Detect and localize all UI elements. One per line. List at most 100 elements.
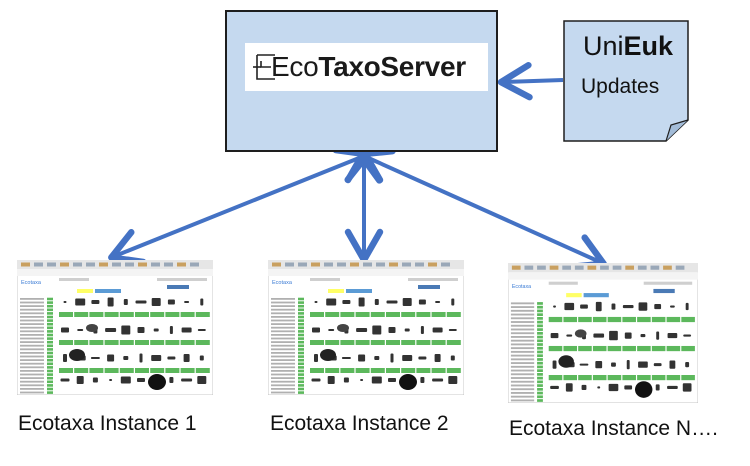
thumb-green-bar (431, 368, 446, 373)
thumb-green-bar (150, 368, 165, 373)
thumb-sidebar-badge (537, 339, 543, 343)
thumb-organism-image (69, 349, 85, 361)
thumb-sidebar-row (271, 362, 295, 365)
thumb-organism-image (451, 298, 455, 306)
thumb-organism-image (654, 303, 662, 310)
thumb-green-bar (74, 312, 89, 317)
thumb-organism-image (372, 325, 382, 335)
thumb-sidebar-badge (47, 348, 53, 351)
thumb-organism-image (151, 355, 162, 361)
thumb-organism-image (360, 379, 364, 381)
thumb-sidebar-badge (537, 384, 543, 387)
thumb-sidebar-badge (537, 361, 543, 365)
thumb-green-bar (310, 340, 324, 345)
thumb-green-bar (104, 312, 119, 317)
thumb-header-field (157, 278, 207, 281)
thumb-sidebar-badge (537, 373, 543, 376)
thumb-sidebar-row (510, 392, 535, 394)
thumb-blue-button (653, 288, 675, 294)
thumb-organism-image (167, 356, 176, 360)
thumb-sidebar-row (510, 324, 535, 327)
logo-bold: TaxoServer (318, 51, 466, 82)
thumb-sidebar-badge (298, 362, 304, 366)
thumb-sidebar-badge (47, 333, 53, 337)
thumb-sidebar-row (510, 380, 535, 383)
thumb-green-bar (578, 375, 592, 381)
thumb-organism-image (153, 328, 159, 332)
thumb-sidebar-row (510, 328, 535, 331)
thumb-green-bar (622, 345, 636, 352)
thumb-sidebar-badge (47, 337, 53, 340)
thumb-green-bar (578, 316, 592, 323)
thumb-green-bar (386, 340, 400, 345)
thumb-toolbar-item (350, 262, 359, 267)
thumb-sidebar-badge (47, 380, 53, 384)
thumb-toolbar-item (402, 262, 411, 267)
thumb-green-bar (135, 368, 149, 373)
thumb-sidebar-badge (537, 331, 543, 335)
thumb-green-bar (195, 312, 210, 317)
thumb-sidebar-row (271, 344, 295, 347)
thumb-toolbar-item (376, 262, 385, 267)
thumb-sidebar-badge (537, 399, 543, 402)
thumb-toolbar-item (138, 262, 147, 267)
thumb-green-bar (325, 368, 340, 373)
thumb-organism-image (169, 377, 174, 383)
note-shape (563, 20, 689, 142)
thumb-green-bar (150, 340, 165, 345)
thumb-sidebar-badge (537, 324, 543, 328)
thumb-sidebar-badge (298, 355, 304, 358)
thumb-sidebar-badge (47, 362, 53, 366)
thumb-organism-image (566, 334, 573, 337)
brand-bold: Euk (623, 31, 674, 61)
thumb-organism-image (184, 301, 190, 303)
thumb-header-field (548, 281, 578, 285)
thumb-green-bar (104, 368, 119, 373)
thumb-organism-image (109, 379, 113, 381)
thumb-organism-image (63, 354, 67, 362)
thumb-organism-image (432, 378, 444, 382)
thumb-sidebar-row (20, 316, 44, 318)
thumb-sidebar-row (20, 301, 44, 304)
thumb-sidebar-badge (298, 333, 304, 337)
thumb-green-bar (563, 316, 578, 323)
thumb-toolbar-item (389, 262, 398, 267)
thumb-green-bar (150, 312, 165, 317)
ecotaxoserver-box: EcoTaxoServer (225, 10, 498, 152)
thumb-green-bar (370, 312, 385, 317)
thumb-sidebar-row (510, 332, 535, 335)
thumb-sidebar-badge (47, 301, 53, 304)
thumb-sidebar-row (20, 341, 44, 343)
thumb-sidebar-row (510, 336, 535, 338)
thumb-sidebar-row (20, 362, 44, 365)
thumb-organism-image (92, 377, 98, 383)
thumb-organism-image (137, 378, 145, 382)
thumb-organism-image (390, 353, 394, 363)
thumb-sidebar-row (510, 373, 535, 376)
thumb-toolbar-item (675, 265, 685, 270)
thumb-green-bar (165, 312, 180, 317)
thumb-green-bar (416, 312, 431, 317)
thumb-sidebar-badge (298, 308, 304, 312)
thumb-sidebar-row (20, 319, 44, 322)
thumb-sidebar-badge (298, 344, 304, 348)
thumb-organism-image (448, 376, 458, 384)
thumb-sidebar-badge (298, 369, 304, 373)
thumb-sidebar-row (510, 306, 535, 309)
thumb-green-bar (355, 368, 370, 373)
thumb-green-bar (431, 312, 446, 317)
thumb-organism-image (685, 362, 690, 368)
thumb-green-bar (386, 312, 400, 317)
instance-caption-n: Ecotaxa Instance N…. (509, 417, 718, 440)
thumb-green-bar (563, 345, 578, 352)
unieuk-brand: UniEuk (583, 31, 673, 61)
thumb-bookmark-bar (17, 269, 213, 276)
thumb-organism-image (609, 330, 618, 341)
thumb-organism-image (564, 302, 575, 311)
thumb-organism-image (169, 326, 173, 334)
thumb-organism-image (183, 354, 190, 362)
thumb-organism-image (656, 331, 660, 340)
thumb-organism-image (197, 376, 207, 384)
thumb-green-bar (401, 368, 416, 373)
